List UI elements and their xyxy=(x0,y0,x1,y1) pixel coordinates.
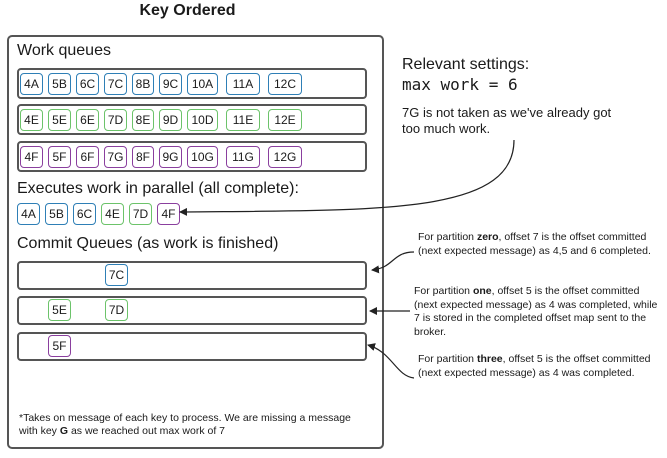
work-item-chip: 7C xyxy=(104,73,127,95)
note-text: , offset 5 is the offset committed (next… xyxy=(414,285,658,338)
note-partition-name: zero xyxy=(476,231,499,243)
work-item-chip: 12C xyxy=(268,73,302,95)
parallel-work-chip: 6C xyxy=(73,203,96,225)
partition-zero-arrow xyxy=(371,251,415,274)
work-item-chip: 5F xyxy=(48,146,71,168)
commit-queue-chip: 7D xyxy=(105,299,128,321)
parallel-work-chip: 5B xyxy=(45,203,68,225)
work-item-chip: 4F xyxy=(20,146,43,168)
commit-queue-partition-zero xyxy=(17,261,367,290)
work-item-chip: 6C xyxy=(76,73,99,95)
work-queue-row-c xyxy=(17,141,367,172)
parallel-label: Executes work in parallel (all complete)… xyxy=(17,180,299,197)
work-item-chip: 10A xyxy=(187,73,218,95)
work-item-chip: 9D xyxy=(159,109,182,131)
partition-three-note: For partition three, offset 5 is the off… xyxy=(418,353,660,380)
parallel-work-chip: 7D xyxy=(129,203,152,225)
settings-to-parallel-arrow xyxy=(179,139,515,216)
note-text: , offset 7 is the offset committed (next… xyxy=(418,231,651,257)
work-queue-row-b xyxy=(17,104,367,135)
work-item-chip: 8F xyxy=(132,146,154,168)
work-item-chip: 10G xyxy=(187,146,218,168)
work-item-chip: 11G xyxy=(226,146,260,168)
work-item-chip: 4E xyxy=(20,109,43,131)
settings-note: 7G is not taken as we've already got too… xyxy=(402,105,612,136)
work-item-chip: 11A xyxy=(226,73,260,95)
partition-one-note: For partition one, offset 5 is the offse… xyxy=(414,285,664,339)
work-queues-label: Work queues xyxy=(17,42,111,59)
commit-queue-chip: 5F xyxy=(48,335,71,357)
commit-queue-chip: 5E xyxy=(48,299,71,321)
note-text: , offset 5 is the offset committed (next… xyxy=(418,353,651,379)
work-item-chip: 6F xyxy=(76,146,99,168)
work-item-chip: 11E xyxy=(226,109,260,131)
work-item-chip: 8E xyxy=(132,109,154,131)
note-partition-name: one xyxy=(472,285,492,297)
footnote-key: G xyxy=(59,425,69,437)
note-text: For partition xyxy=(414,285,473,297)
parallel-work-chip: 4F xyxy=(157,203,180,225)
work-item-chip: 12G xyxy=(268,146,302,168)
work-item-chip: 12E xyxy=(268,109,302,131)
work-item-chip: 9C xyxy=(159,73,182,95)
parallel-work-chip: 4A xyxy=(17,203,40,225)
work-item-chip: 5E xyxy=(48,109,71,131)
settings-title: Relevant settings: xyxy=(402,56,530,73)
commit-queue-partition-one xyxy=(17,296,367,325)
footnote-text: *Takes on message of each key to process… xyxy=(19,412,351,437)
footnote: *Takes on message of each key to process… xyxy=(19,412,369,438)
work-item-chip: 8B xyxy=(132,73,154,95)
work-item-chip: 5B xyxy=(48,73,71,95)
note-partition-name: three xyxy=(476,353,503,365)
settings-value: max work = 6 xyxy=(402,75,518,94)
work-item-chip: 7G xyxy=(104,146,127,168)
work-item-chip: 9G xyxy=(159,146,182,168)
footnote-text: as we reached out max work of 7 xyxy=(68,425,226,437)
work-queue-row-a xyxy=(17,68,367,99)
commit-queue-partition-three xyxy=(17,332,367,361)
work-item-chip: 6E xyxy=(76,109,99,131)
parallel-work-chip: 4E xyxy=(101,203,124,225)
work-item-chip: 7D xyxy=(104,109,127,131)
partition-three-arrow xyxy=(367,343,415,379)
note-text: For partition xyxy=(418,231,477,243)
partition-zero-note: For partition zero, offset 7 is the offs… xyxy=(418,231,660,258)
key-ordered-container xyxy=(7,35,384,449)
diagram-title: Key Ordered xyxy=(139,2,236,19)
work-item-chip: 4A xyxy=(20,73,43,95)
work-item-chip: 10D xyxy=(187,109,218,131)
commit-queues-label: Commit Queues (as work is finished) xyxy=(17,235,279,252)
note-text: For partition xyxy=(418,353,477,365)
commit-queue-chip: 7C xyxy=(105,264,128,286)
